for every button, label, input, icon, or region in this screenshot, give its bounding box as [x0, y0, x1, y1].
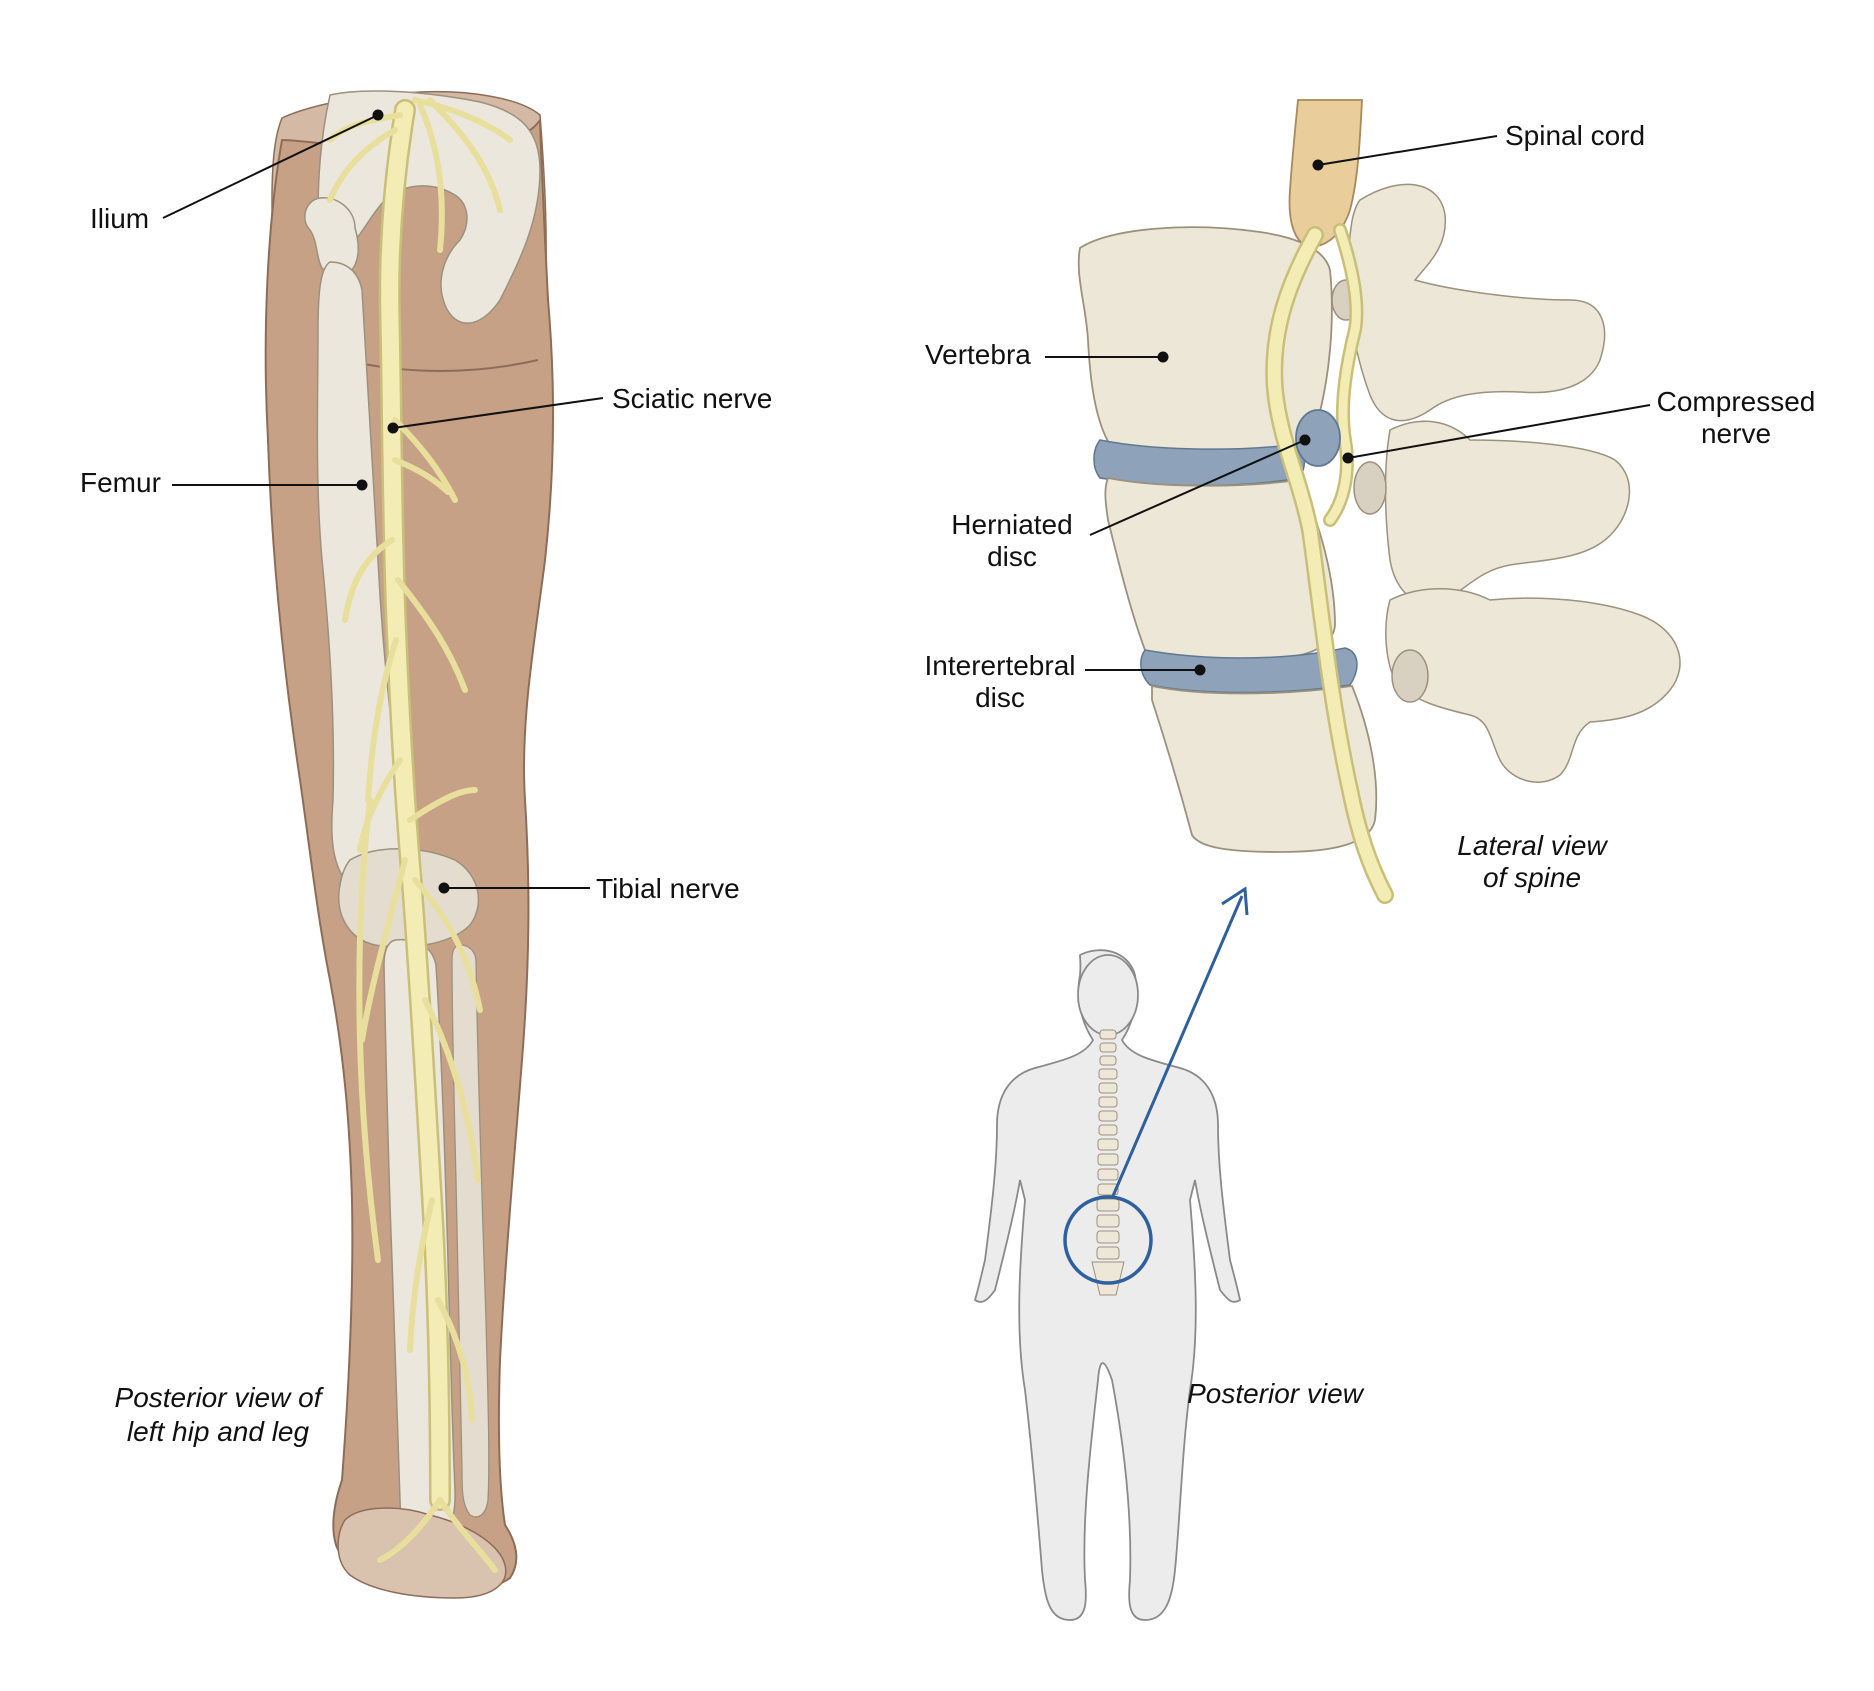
label-herniated-disc-line2: disc — [987, 541, 1037, 572]
sciatic-nerve — [378, 99, 451, 1511]
caption-body: Posterior view — [1187, 1378, 1365, 1409]
posterior-process-middle — [1384, 420, 1631, 605]
posterior-process-lower — [1385, 588, 1681, 783]
spine-leaders — [1045, 135, 1651, 676]
femur-head — [304, 197, 360, 278]
posterior-process-upper — [1346, 183, 1606, 422]
zoom-arrow-line — [1111, 895, 1244, 1197]
label-compressed-nerve-line1: Compressed — [1657, 386, 1816, 417]
disc-lower — [1140, 647, 1358, 694]
spine-illustration — [1045, 99, 1681, 904]
body-spine — [1091, 1029, 1125, 1296]
label-ilium: Ilium — [90, 203, 149, 234]
body-illustration — [973, 886, 1249, 1621]
caption-leg-line2: left hip and leg — [127, 1416, 310, 1447]
facet-lower — [1391, 649, 1429, 703]
caption-leg-line1: Posterior view of — [115, 1382, 325, 1413]
label-vertebra: Vertebra — [925, 339, 1031, 370]
caption-spine-line2: of spine — [1483, 862, 1581, 893]
label-femur: Femur — [80, 467, 161, 498]
leg-illustration — [162, 90, 604, 1599]
body-head — [1077, 954, 1139, 1036]
caption-spine-line1: Lateral view — [1457, 830, 1608, 861]
herniated-disc-bulge — [1295, 409, 1341, 467]
label-tibial-nerve: Tibial nerve — [596, 873, 740, 904]
lumbar-highlight-circle — [1063, 1195, 1153, 1285]
label-compressed-nerve-line2: nerve — [1701, 418, 1771, 449]
leg-leaders — [162, 109, 604, 894]
label-intervertebral-disc-line1: Interertebral — [925, 650, 1076, 681]
label-spinal-cord: Spinal cord — [1505, 120, 1645, 151]
zoom-arrow-head — [1221, 886, 1249, 916]
label-intervertebral-disc-line2: disc — [975, 682, 1025, 713]
label-sciatic-nerve: Sciatic nerve — [612, 383, 772, 414]
spinal-nerve — [1265, 223, 1394, 904]
facet-middle — [1353, 461, 1387, 515]
label-herniated-disc-line1: Herniated — [951, 509, 1072, 540]
